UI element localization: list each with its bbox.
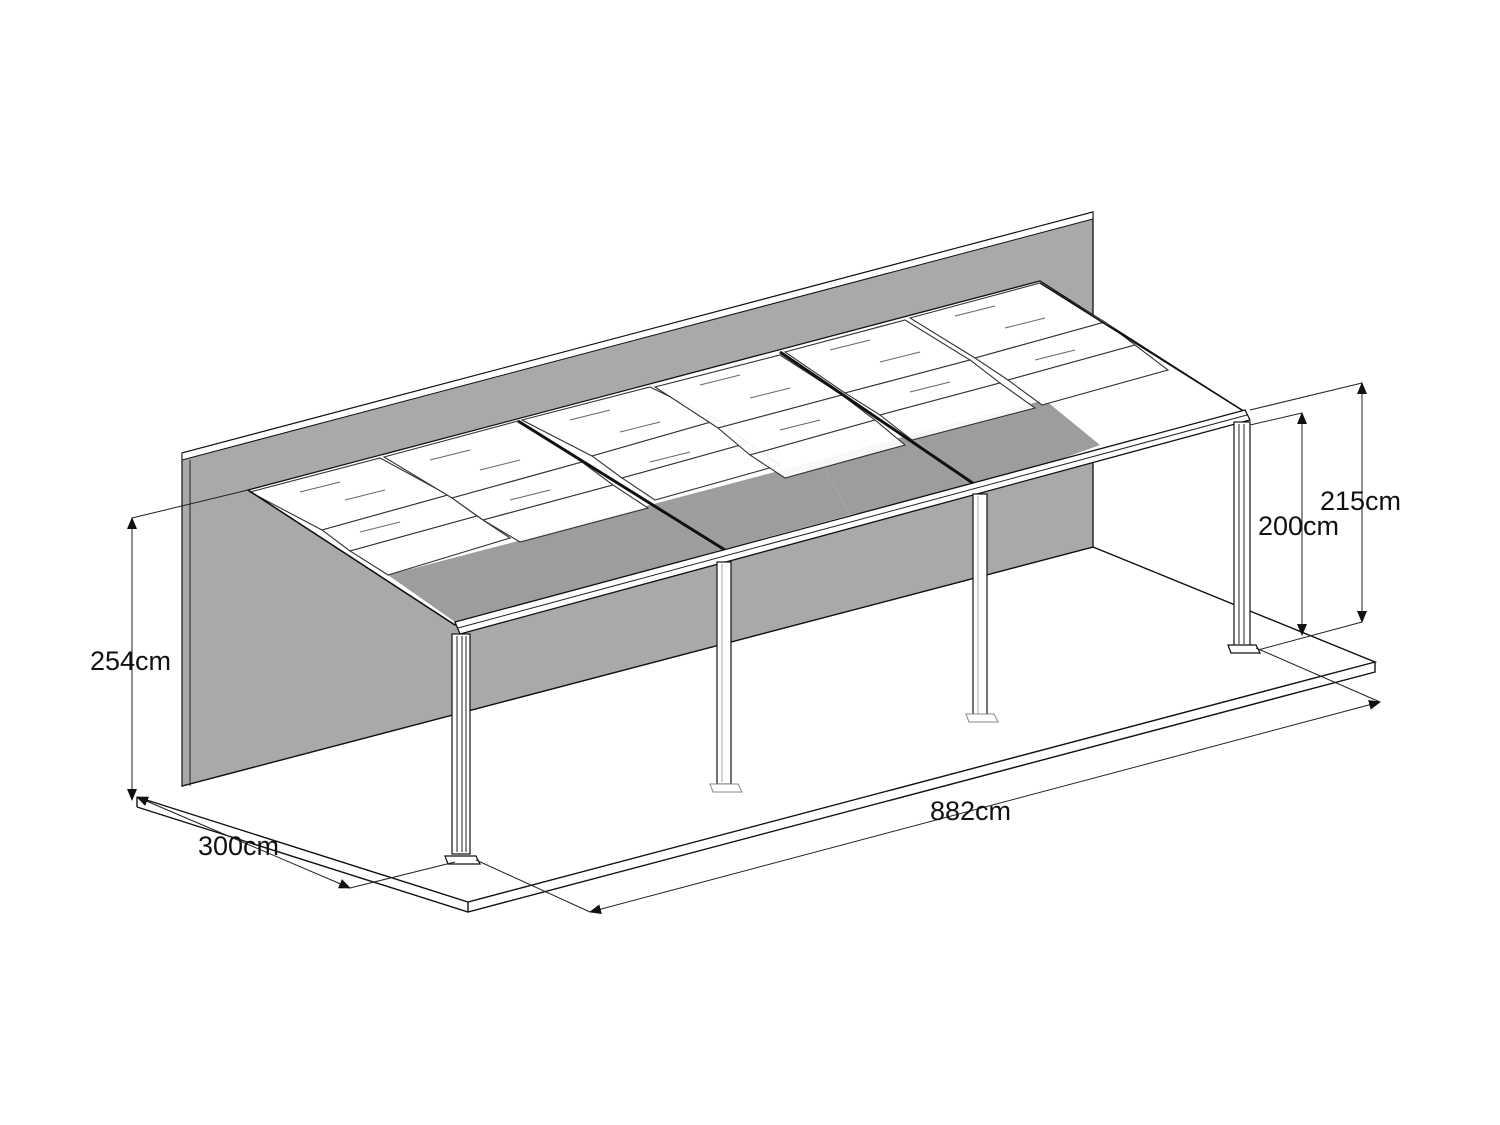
dimension-depth — [136, 796, 456, 889]
label-width: 882cm — [930, 796, 1011, 826]
roof-rafters — [247, 282, 1246, 626]
roof-canopy — [246, 280, 1251, 635]
label-total-height: 254cm — [90, 646, 171, 676]
glass-highlights — [299, 305, 1076, 533]
dimension-front-height-outer — [1249, 382, 1367, 651]
post-front-left — [444, 633, 481, 865]
dimension-total-height — [127, 489, 249, 801]
dimension-width — [475, 647, 1381, 915]
glass-panels — [248, 282, 1170, 576]
label-front-height-outer: 215cm — [1320, 486, 1401, 516]
dimension-front-height-inner — [1249, 412, 1307, 636]
label-depth: 300cm — [198, 831, 279, 861]
label-front-height-inner: 200cm — [1258, 511, 1339, 541]
post-front-right — [1227, 421, 1261, 654]
